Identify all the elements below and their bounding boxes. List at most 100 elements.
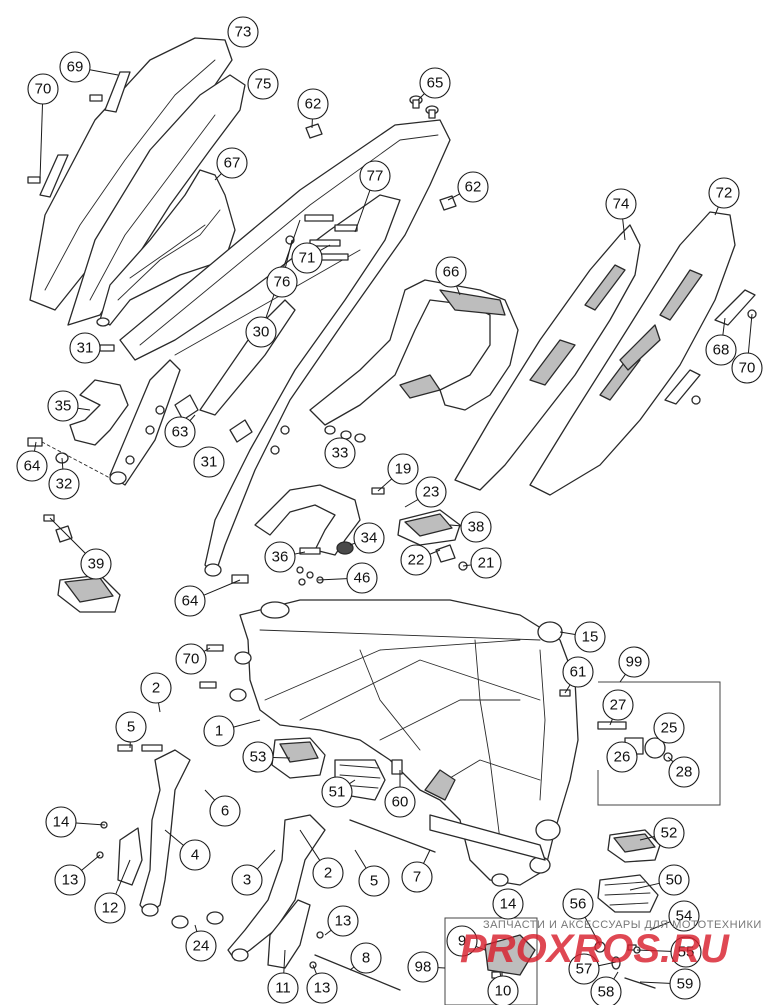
callout-35[interactable]: 35 [47, 390, 79, 422]
callout-circle [264, 541, 296, 573]
callout-5[interactable]: 5 [115, 711, 147, 743]
leader-line-7 [423, 849, 431, 864]
callout-67[interactable]: 67 [216, 147, 248, 179]
callout-58[interactable]: 58 [590, 976, 622, 1005]
callout-33[interactable]: 33 [324, 437, 356, 469]
callout-15[interactable]: 15 [574, 621, 606, 653]
callout-13[interactable]: 13 [327, 905, 359, 937]
callout-56[interactable]: 56 [562, 888, 594, 920]
callout-6[interactable]: 6 [209, 795, 241, 827]
callout-39[interactable]: 39 [80, 548, 112, 580]
callout-13[interactable]: 13 [54, 864, 86, 896]
callout-label: 6 [221, 803, 229, 820]
callout-59[interactable]: 59 [669, 968, 701, 1000]
callout-53[interactable]: 53 [242, 741, 274, 773]
callout-62[interactable]: 62 [297, 88, 329, 120]
callout-21[interactable]: 21 [470, 547, 502, 579]
callout-5[interactable]: 5 [358, 865, 390, 897]
callout-23[interactable]: 23 [415, 476, 447, 508]
callout-label: 72 [716, 185, 733, 202]
callout-circle [48, 468, 80, 500]
callout-label: 13 [335, 913, 352, 930]
leader-line-1 [233, 719, 261, 728]
callout-28[interactable]: 28 [668, 756, 700, 788]
callout-7[interactable]: 7 [401, 861, 433, 893]
callout-circle [291, 242, 323, 274]
callout-65[interactable]: 65 [419, 67, 451, 99]
callout-51[interactable]: 51 [321, 776, 353, 808]
callout-74[interactable]: 74 [605, 188, 637, 220]
callout-63[interactable]: 63 [164, 416, 196, 448]
callout-60[interactable]: 60 [384, 786, 416, 818]
callout-label: 67 [224, 155, 241, 172]
callout-11[interactable]: 11 [267, 972, 299, 1004]
callout-2[interactable]: 2 [312, 857, 344, 889]
callout-label: 2 [324, 865, 332, 882]
callout-57[interactable]: 57 [568, 953, 600, 985]
callout-70[interactable]: 70 [731, 352, 763, 384]
callout-4[interactable]: 4 [179, 839, 211, 871]
callout-label: 30 [253, 324, 270, 341]
callout-70[interactable]: 70 [27, 73, 59, 105]
callout-31[interactable]: 31 [69, 332, 101, 364]
callout-71[interactable]: 71 [291, 242, 323, 274]
callout-61[interactable]: 61 [562, 656, 594, 688]
callout-66[interactable]: 66 [435, 256, 467, 288]
callout-27[interactable]: 27 [602, 689, 634, 721]
callout-22[interactable]: 22 [400, 544, 432, 576]
callout-34[interactable]: 34 [353, 522, 385, 554]
callout-62[interactable]: 62 [457, 171, 489, 203]
callout-99[interactable]: 99 [618, 646, 650, 678]
callout-72[interactable]: 72 [708, 177, 740, 209]
callout-64[interactable]: 64 [174, 585, 206, 617]
callout-label: 27 [610, 697, 627, 714]
callout-14[interactable]: 14 [492, 888, 524, 920]
callout-circle [400, 544, 432, 576]
leader-line-70 [203, 647, 211, 652]
callout-32[interactable]: 32 [48, 468, 80, 500]
leader-line-66 [456, 285, 461, 296]
callout-12[interactable]: 12 [94, 892, 126, 924]
callout-76[interactable]: 76 [266, 266, 298, 298]
callout-75[interactable]: 75 [247, 68, 279, 100]
callout-26[interactable]: 26 [606, 741, 638, 773]
callout-circle [419, 67, 451, 99]
callout-circle [231, 864, 263, 896]
callout-24[interactable]: 24 [185, 930, 217, 962]
leader-line-68 [722, 317, 726, 336]
callout-30[interactable]: 30 [245, 316, 277, 348]
callout-77[interactable]: 77 [359, 160, 391, 192]
callout-2[interactable]: 2 [140, 672, 172, 704]
callout-68[interactable]: 68 [705, 334, 737, 366]
callout-25[interactable]: 25 [653, 712, 685, 744]
side-panel-72-drawing [529, 211, 736, 496]
callout-3[interactable]: 3 [231, 864, 263, 896]
callout-52[interactable]: 52 [653, 817, 685, 849]
watermark-logo: PROXROS.RU [460, 927, 730, 971]
callout-1[interactable]: 1 [203, 715, 235, 747]
callout-10[interactable]: 10 [487, 975, 519, 1005]
callout-50[interactable]: 50 [658, 864, 690, 896]
leader-line-53 [272, 756, 291, 759]
callout-9[interactable]: 9 [446, 925, 478, 957]
callout-98[interactable]: 98 [407, 951, 439, 983]
callout-8[interactable]: 8 [350, 942, 382, 974]
callout-label: 13 [62, 872, 79, 889]
callout-69[interactable]: 69 [59, 51, 91, 83]
callout-73[interactable]: 73 [227, 16, 259, 48]
callout-54[interactable]: 54 [668, 900, 700, 932]
callout-36[interactable]: 36 [264, 541, 296, 573]
callout-label: 59 [677, 976, 694, 993]
callout-55[interactable]: 55 [670, 936, 702, 968]
callout-38[interactable]: 38 [460, 511, 492, 543]
callout-circle [94, 892, 126, 924]
callout-31[interactable]: 31 [193, 446, 225, 478]
callout-70[interactable]: 70 [175, 643, 207, 675]
callout-19[interactable]: 19 [387, 453, 419, 485]
callout-14[interactable]: 14 [45, 806, 77, 838]
callout-64[interactable]: 64 [16, 450, 48, 482]
callout-label: 71 [299, 250, 316, 267]
callout-46[interactable]: 46 [346, 562, 378, 594]
callout-13[interactable]: 13 [306, 972, 338, 1004]
bolts-33-drawing [324, 425, 366, 443]
